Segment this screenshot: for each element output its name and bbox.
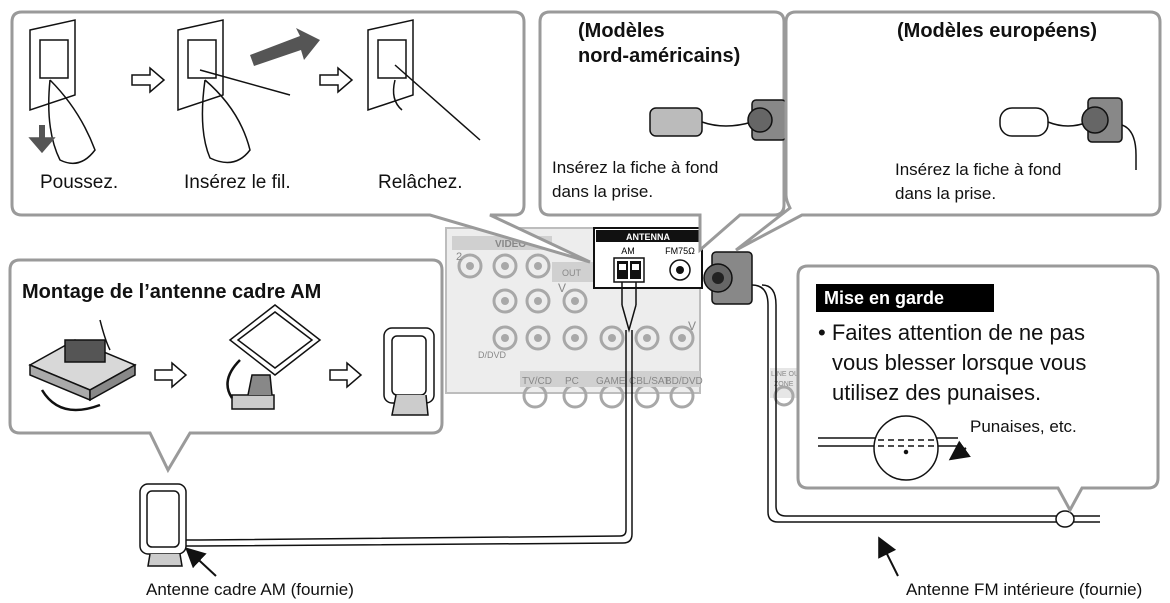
misc-label-dvd: D/DVD xyxy=(478,350,507,360)
svg-text:BD/DVD: BD/DVD xyxy=(665,376,703,387)
step-push-label: Poussez. xyxy=(40,172,119,193)
caution-text-line1: • Faites attention de ne pas xyxy=(818,320,1085,345)
insert-illustration xyxy=(177,19,291,164)
eu-instruction-line2: dans la prise. xyxy=(895,184,997,203)
release-illustration xyxy=(367,19,481,141)
caution-title: Mise en garde xyxy=(816,284,994,312)
am-label: AM xyxy=(621,246,635,256)
line-out-label: LINE OUT xyxy=(771,371,804,378)
fm75-label: FM75Ω xyxy=(665,246,695,256)
push-illustration xyxy=(28,19,96,165)
zone-label: ZONE xyxy=(774,381,794,388)
na-title-line2: nord-américains) xyxy=(578,45,741,67)
eu-title: (Modèles européens) xyxy=(897,20,1098,42)
pushpin-label: Punaises, etc. xyxy=(970,417,1077,436)
wire-insertion-callout xyxy=(10,10,591,264)
caution-text-line2: vous blesser lorsque vous xyxy=(832,350,1087,375)
pushpin-pointer-arrow xyxy=(948,440,971,461)
out-label: OUT xyxy=(562,268,582,278)
step-release-label: Relâchez. xyxy=(378,172,463,193)
pushpin-illustration xyxy=(818,415,958,481)
step-insert-label: Insérez le fil. xyxy=(184,172,291,193)
svg-text:CBL/SAT: CBL/SAT xyxy=(629,376,670,387)
antenna-label: ANTENNA xyxy=(626,232,670,242)
fm-antenna-caption: Antenne FM intérieure (fournie) xyxy=(906,580,1143,599)
input-jack-labels: TV/CD PC GAME CBL/SAT BD/DVD xyxy=(522,376,703,387)
am-assembly-step3-illustration xyxy=(383,327,435,416)
caution-text-line3: utilisez des punaises. xyxy=(832,380,1042,405)
fm-antenna-cable xyxy=(703,251,1100,528)
na-instruction-line1: Insérez la fiche à fond xyxy=(552,158,719,177)
v-label-right: V xyxy=(688,319,696,333)
caution-callout xyxy=(796,264,1160,514)
european-callout xyxy=(735,10,1162,252)
am-antenna-caption: Antenne cadre AM (fournie) xyxy=(146,580,354,599)
eu-instruction-line1: Insérez la fiche à fond xyxy=(895,160,1062,179)
na-instruction-line2: dans la prise. xyxy=(552,182,654,201)
am-assembly-title: Montage de l’antenne cadre AM xyxy=(22,281,322,303)
north-american-callout xyxy=(538,10,801,254)
video-label: VIDEO xyxy=(495,239,526,250)
am-assembly-step1-illustration xyxy=(28,319,137,412)
svg-text:PC: PC xyxy=(565,376,579,387)
v-label: V xyxy=(558,281,566,295)
svg-text:TV/CD: TV/CD xyxy=(522,376,552,387)
fm-caption-arrow xyxy=(878,536,899,577)
svg-text:GAME: GAME xyxy=(596,376,626,387)
na-title-line1: (Modèles xyxy=(578,20,665,42)
fm-plug-eu-illustration xyxy=(999,97,1137,170)
am-antenna-wire xyxy=(199,282,637,547)
antenna-terminal: ANTENNA AM FM75Ω xyxy=(593,227,703,289)
am-loop-antenna xyxy=(139,483,200,567)
am-caption-arrow xyxy=(185,547,217,577)
misc-label-2: 2 xyxy=(456,251,462,263)
am-assembly-callout xyxy=(8,258,444,474)
am-assembly-step2-illustration xyxy=(226,304,322,410)
